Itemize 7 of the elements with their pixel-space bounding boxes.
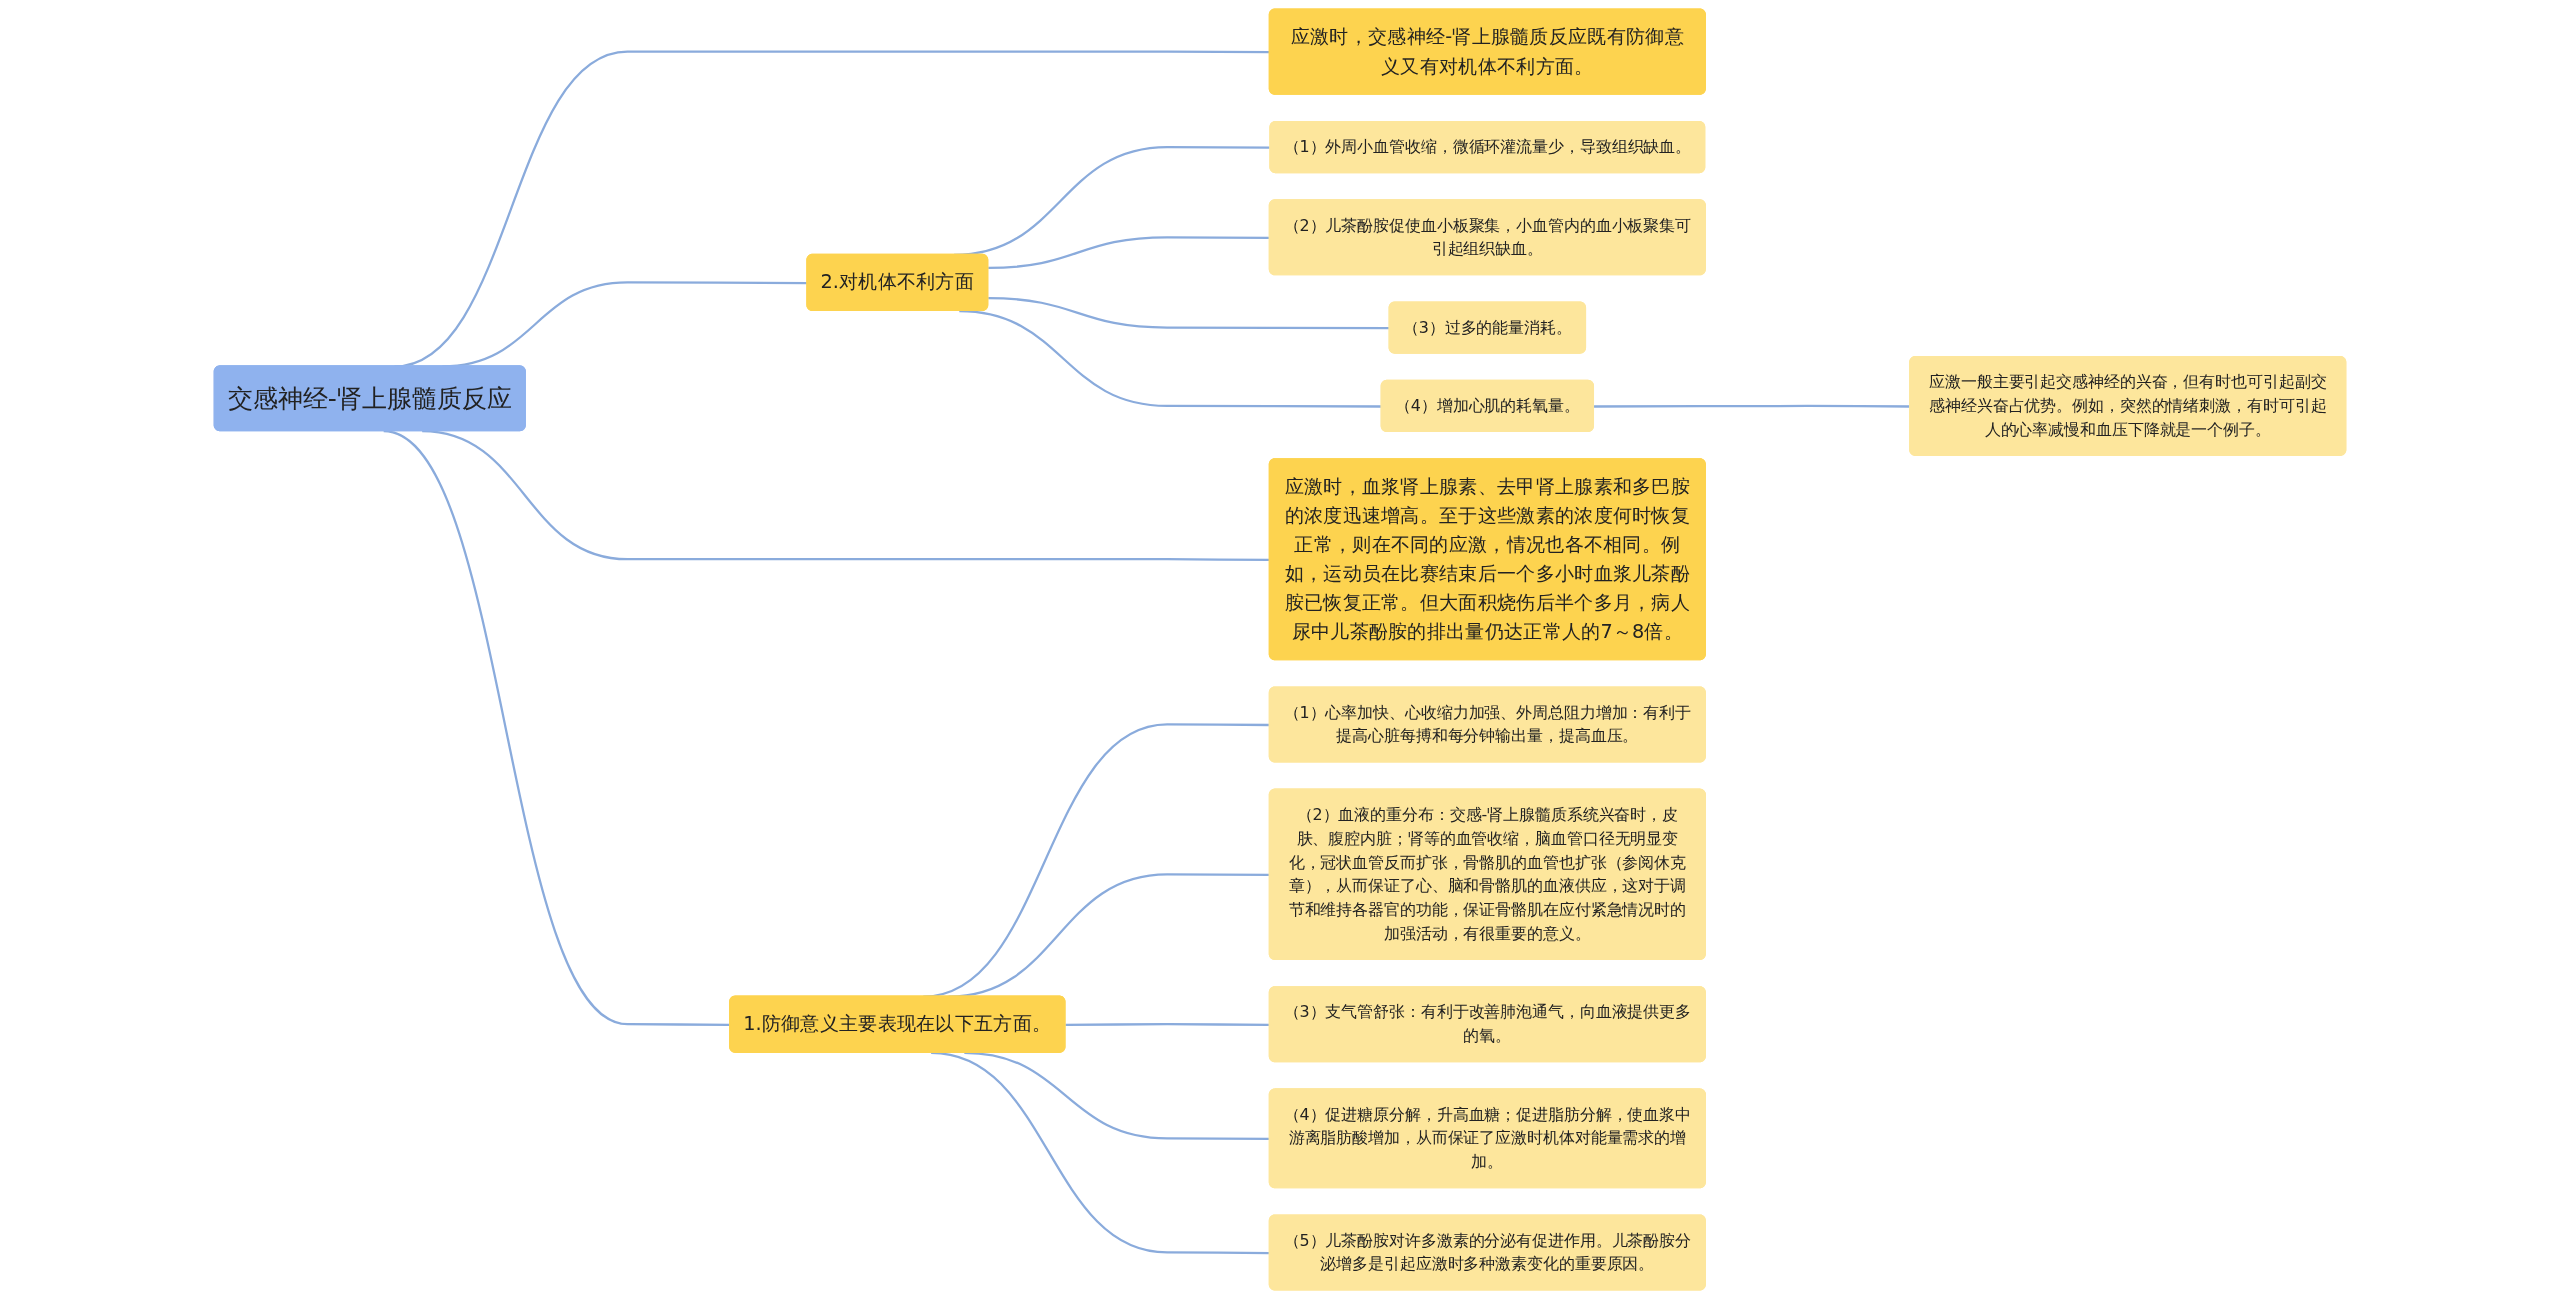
connector — [959, 310, 1382, 408]
connector — [1065, 1023, 1270, 1026]
connector — [930, 1051, 1270, 1255]
connector — [988, 236, 1270, 270]
connector — [988, 297, 1390, 330]
connector — [422, 430, 1270, 561]
connector — [964, 1051, 1270, 1141]
